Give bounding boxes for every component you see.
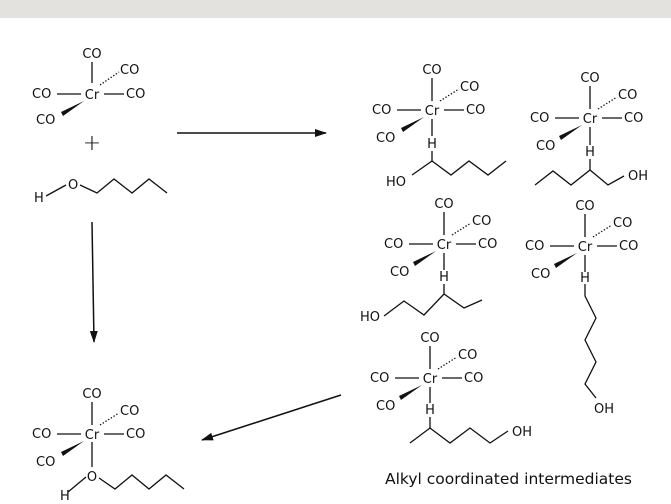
co-label: CO — [464, 371, 483, 386]
co-label: CO — [536, 139, 555, 154]
co-label: CO — [120, 63, 139, 78]
co-label: CO — [434, 197, 453, 212]
co-label: CO — [466, 103, 485, 118]
intermediate-2: CO CO CO CO CO Cr H OH — [530, 71, 648, 186]
oxygen-label: O — [87, 470, 97, 485]
co-label: CO — [376, 131, 395, 146]
chromium-atom-label: Cr — [578, 240, 593, 255]
intermediate-3: CO CO CO CO CO Cr H HO — [360, 197, 497, 325]
hydrogen-label: H — [60, 489, 70, 504]
co-label: CO — [580, 71, 599, 86]
co-label: CO — [32, 427, 51, 442]
hydrogen-label: H — [439, 270, 449, 285]
intermediate-1: CO CO CO CO CO Cr H HO — [372, 63, 507, 190]
chromium-atom-label: Cr — [437, 238, 452, 253]
top-band — [0, 0, 671, 18]
co-label: CO — [531, 267, 550, 282]
hydrogen-label: H — [427, 137, 437, 152]
chromium-atom-label: Cr — [85, 88, 100, 103]
hydroxyl-label: OH — [512, 425, 532, 440]
co-label: CO — [126, 87, 145, 102]
co-label: CO — [372, 103, 391, 118]
co-label: CO — [420, 331, 439, 346]
co-label: CO — [32, 87, 51, 102]
co-label: CO — [36, 455, 55, 470]
co-label: CO — [390, 265, 409, 280]
hydroxyl-label: HO — [360, 310, 380, 325]
co-label: CO — [82, 387, 101, 402]
hydrogen-label: H — [580, 271, 590, 286]
co-label: CO — [460, 80, 479, 95]
intermediate-5: CO CO CO CO CO Cr H OH — [370, 331, 532, 444]
co-label: CO — [472, 214, 491, 229]
product-oxygen-coordinated: CO CO CO CO CO Cr O H — [32, 387, 185, 504]
oxygen-label: O — [68, 178, 78, 193]
co-label: CO — [618, 88, 637, 103]
intermediates-caption: Alkyl coordinated intermediates — [385, 470, 632, 488]
down-arrow — [89, 221, 98, 343]
co-label: CO — [126, 427, 145, 442]
co-label: CO — [478, 237, 497, 252]
plus-sign: + — [83, 131, 101, 156]
hydroxyl-label: OH — [628, 169, 648, 184]
co-label: CO — [422, 63, 441, 78]
chromium-atom-label: Cr — [423, 372, 438, 387]
reactant-chromium-hexacarbonyl: CO CO CO CO CO Cr — [32, 47, 145, 128]
return-arrow — [201, 394, 342, 441]
co-label: CO — [575, 199, 594, 214]
co-label: CO — [624, 111, 643, 126]
hydrogen-label: H — [585, 145, 595, 160]
intermediate-4: CO CO CO CO CO Cr H OH — [525, 199, 638, 417]
reactant-pentanol: H O — [34, 178, 168, 206]
co-label: CO — [120, 404, 139, 419]
hydroxyl-label: HO — [386, 175, 406, 190]
co-label: CO — [613, 216, 632, 231]
co-label: CO — [619, 239, 638, 254]
chromium-atom-label: Cr — [85, 428, 100, 443]
co-label: CO — [530, 111, 549, 126]
co-label: CO — [458, 348, 477, 363]
chromium-atom-label: Cr — [583, 112, 598, 127]
hydrogen-label: H — [34, 191, 44, 206]
co-label: CO — [525, 239, 544, 254]
co-label: CO — [376, 399, 395, 414]
co-label: CO — [384, 237, 403, 252]
chromium-atom-label: Cr — [425, 104, 440, 119]
co-label: CO — [82, 47, 101, 62]
co-label: CO — [36, 113, 55, 128]
co-label: CO — [370, 371, 389, 386]
hydroxyl-label: OH — [594, 402, 614, 417]
hydrogen-label: H — [425, 403, 435, 418]
